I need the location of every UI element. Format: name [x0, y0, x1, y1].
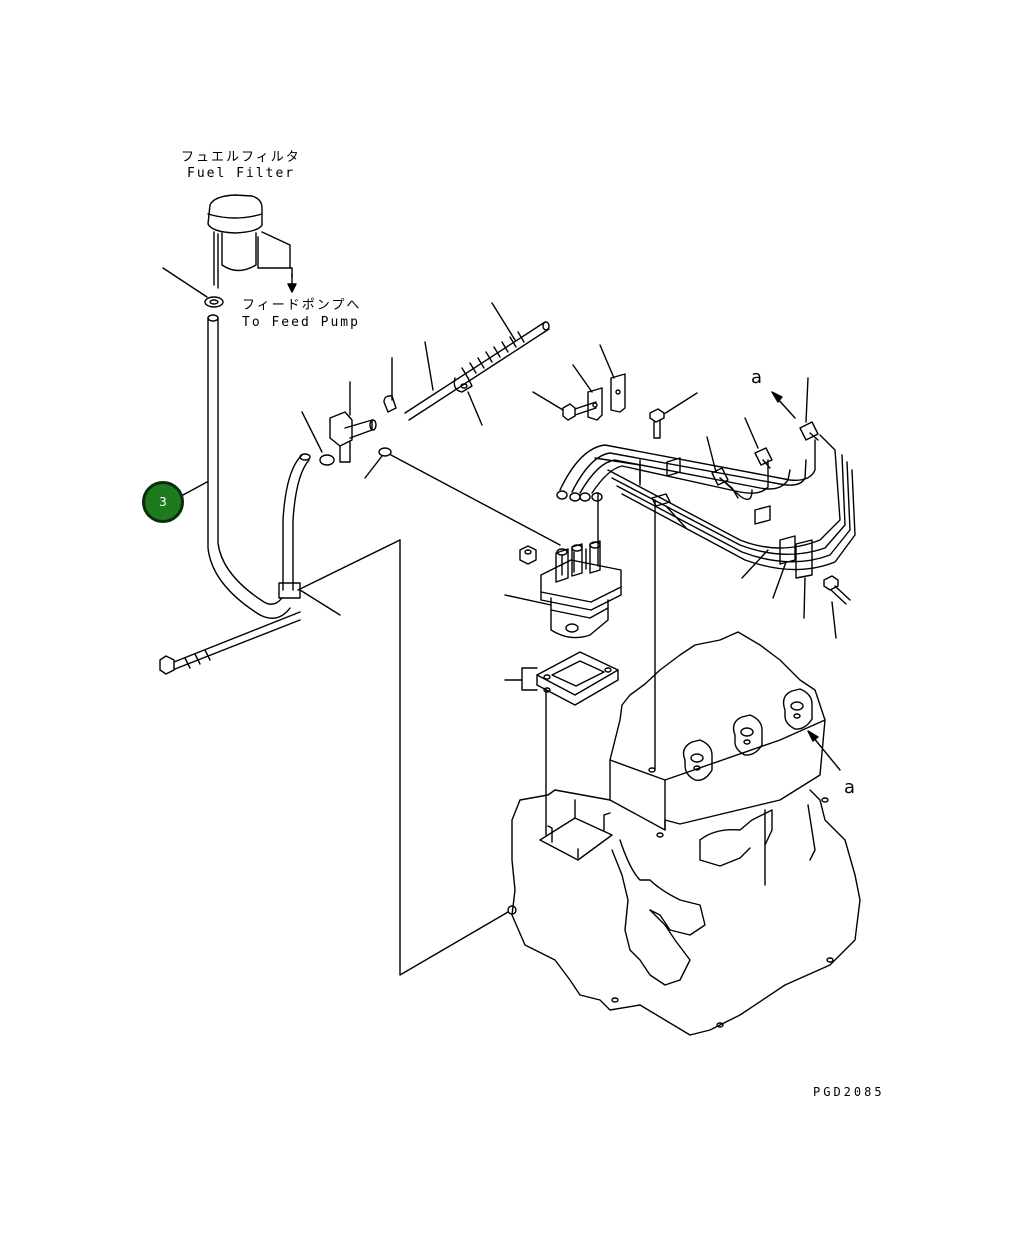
- gasket: [536, 651, 619, 706]
- fuel-filter-label-jp: フュエルフィルタ: [181, 150, 301, 165]
- fuel-filter: [207, 194, 297, 293]
- fuel-hose: [207, 314, 291, 619]
- view-a-label-bottom: a: [844, 777, 856, 798]
- fuel-filter-label-en: Fuel Filter: [187, 166, 296, 181]
- injection-pipes: [556, 434, 856, 571]
- long-bolt: [159, 611, 301, 675]
- injectors: [682, 688, 813, 781]
- view-a-label-top: a: [751, 367, 763, 388]
- callout-3[interactable]: 3: [142, 481, 184, 523]
- feed-pump-label-jp: フィードポンプへ: [242, 298, 362, 313]
- injection-pump: [540, 492, 622, 639]
- overflow-pipe: [404, 321, 550, 421]
- callout-number: 3: [159, 495, 167, 509]
- bolt-small: [562, 401, 597, 421]
- drawing-code: PGD2085: [813, 1085, 885, 1099]
- feed-pump-label-en: To Feed Pump: [242, 315, 360, 330]
- tee-fitting: [329, 411, 377, 463]
- engine-block: [507, 631, 861, 1036]
